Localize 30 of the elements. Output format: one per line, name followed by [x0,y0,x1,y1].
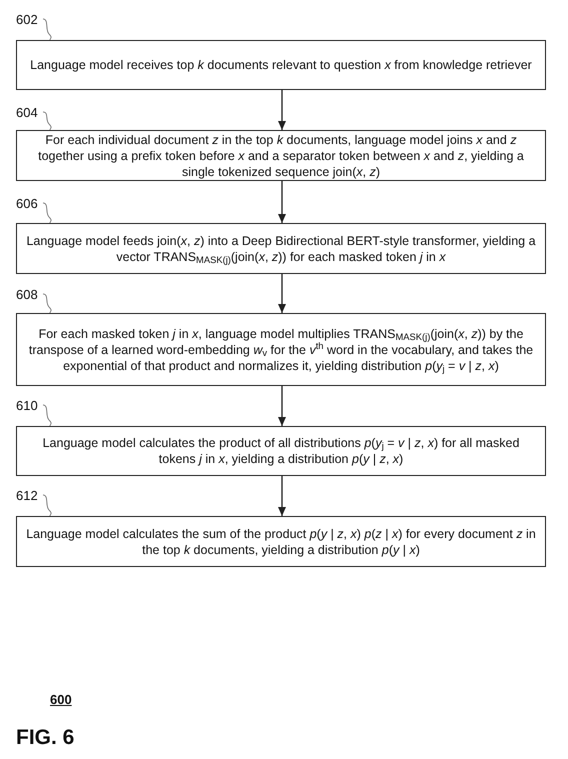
leader-line [42,294,52,314]
figure-caption: FIG. 6 [16,725,74,751]
process-box [16,223,546,274]
leader-line [42,18,52,40]
process-box [16,313,546,386]
leader-line [42,112,52,130]
arrow [278,90,286,130]
leader-line [42,202,52,224]
reference-numeral: 604 [16,105,38,121]
reference-numeral: 612 [16,488,38,504]
arrow [278,274,286,313]
reference-numeral: 610 [16,398,38,414]
arrow [278,181,286,223]
step-text: Language model calculates the product of all distributions p(y$_{j}$ = v | z, x) for all masked tokens j in x, yielding a distribution p(y | z, x) [42,435,520,467]
reference-numeral: 608 [16,287,38,303]
process-box [16,40,546,90]
reference-numeral: 606 [16,196,38,212]
step-text: For each masked token j in x, language model multiplies TRANS$_{MASK(j)}$(join(x, z)) by the transpose of a learned word-embedding w$_{v}$ for the v$^{th}$ word in the vocabulary, and takes the exponential of that product and normalizes it, yielding distribution p(y$_{j}$ = v | z, x) [28,326,534,374]
leader-line [42,494,52,516]
figure-number: 600 [50,691,72,709]
process-box [16,516,546,567]
reference-numeral: 602 [16,12,38,28]
step-text: Language model feeds join(x, z) into a Deep Bidirectional BERT-style transformer, yielding a vector TRANS$_{MASK(j)}$(join(x, z)) for each masked token j in x [25,232,537,264]
step-text: Language model receives top k documents relevant to question x from knowledge retriever [30,57,532,73]
arrow [278,476,286,516]
leader-line [42,404,52,426]
step-text: For each individual document z in the top k documents, language model joins x and z together using a prefix token before x and a separator token between x and z, yielding a single tokenized sequence join(x, z) [37,132,525,180]
step-text: Language model calculates the sum of the product p(y | z, x) p(z | x) for every document z in the top k documents, yielding a distribution p(y | x) [25,526,537,558]
process-box [16,426,546,476]
arrow [278,386,286,426]
